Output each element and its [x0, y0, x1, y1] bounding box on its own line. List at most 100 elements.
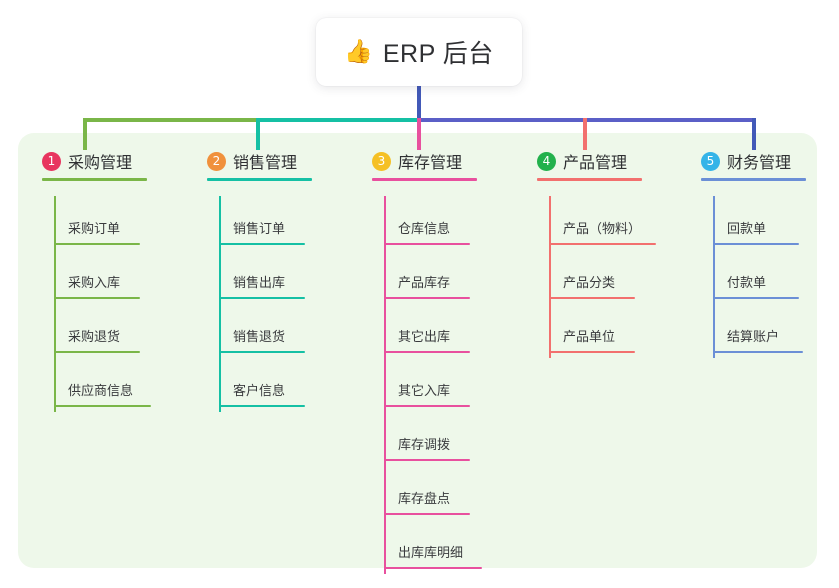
item-underline	[384, 513, 470, 515]
item-label: 供应商信息	[68, 383, 134, 398]
column-items-5: 回款单 付款单 结算账户	[701, 196, 803, 358]
root-node-content: 👍 ERP 后台	[344, 34, 494, 70]
list-item[interactable]: 产品分类	[537, 250, 635, 304]
column-items-3: 仓库信息 产品库存 其它出库 其它入库 库存调拨 库存盘点	[372, 196, 482, 574]
list-item[interactable]: 销售出库	[207, 250, 305, 304]
column-inventory: 3 库存管理 仓库信息 产品库存 其它出库 其它入库 库存调拨	[372, 148, 482, 574]
list-item[interactable]: 结算账户	[701, 304, 803, 358]
root-node-card[interactable]: 👍 ERP 后台	[316, 18, 522, 86]
column-title-3: 库存管理	[398, 155, 463, 172]
list-item[interactable]: 产品（物料）	[537, 196, 656, 250]
column-title-1: 采购管理	[68, 155, 133, 172]
page-title: ERP 后台	[382, 40, 494, 68]
item-label: 采购订单	[68, 221, 121, 236]
column-badge-2: 2	[207, 151, 226, 171]
item-underline	[384, 243, 470, 245]
item-label: 采购退货	[68, 329, 121, 344]
column-header[interactable]: 3 库存管理	[372, 148, 477, 181]
column-header[interactable]: 1 采购管理	[42, 148, 147, 181]
column-spine-2	[219, 196, 221, 412]
item-label: 产品分类	[563, 275, 616, 290]
item-underline	[219, 297, 305, 299]
column-badge-1: 1	[42, 151, 61, 171]
column-items-2: 销售订单 销售出库 销售退货 客户信息	[207, 196, 305, 412]
list-item[interactable]: 销售退货	[207, 304, 305, 358]
column-title-4: 产品管理	[563, 155, 628, 172]
item-underline	[54, 297, 140, 299]
item-underline	[549, 297, 635, 299]
column-underline-3	[372, 178, 477, 181]
list-item[interactable]: 产品库存	[372, 250, 470, 304]
content-panel	[18, 133, 817, 568]
list-item[interactable]: 供应商信息	[42, 358, 151, 412]
list-item[interactable]: 回款单	[701, 196, 799, 250]
column-product: 4 产品管理 产品（物料） 产品分类 产品单位	[537, 148, 656, 358]
item-label: 其它入库	[398, 383, 451, 398]
item-underline	[384, 405, 470, 407]
item-underline	[219, 243, 305, 245]
column-items-4: 产品（物料） 产品分类 产品单位	[537, 196, 656, 358]
column-sales: 2 销售管理 销售订单 销售出库 销售退货 客户信息	[207, 148, 312, 412]
list-item[interactable]: 采购入库	[42, 250, 140, 304]
item-underline	[713, 243, 799, 245]
list-item[interactable]: 其它出库	[372, 304, 470, 358]
column-underline-4	[537, 178, 642, 181]
list-item[interactable]: 采购订单	[42, 196, 140, 250]
item-label: 结算账户	[727, 329, 780, 344]
column-spine-1	[54, 196, 56, 412]
item-label: 付款单	[727, 275, 767, 290]
item-label: 销售退货	[233, 329, 286, 344]
column-badge-3: 3	[372, 151, 391, 171]
item-underline	[384, 351, 470, 353]
list-item[interactable]: 仓库信息	[372, 196, 470, 250]
column-underline-5	[701, 178, 806, 181]
item-label: 销售订单	[233, 221, 286, 236]
column-underline-1	[42, 178, 147, 181]
column-title-2: 销售管理	[233, 155, 298, 172]
item-underline	[54, 243, 140, 245]
column-purchase: 1 采购管理 采购订单 采购入库 采购退货 供应商信息	[42, 148, 151, 412]
item-label: 客户信息	[233, 383, 286, 398]
column-header[interactable]: 5 财务管理	[701, 148, 806, 181]
column-finance: 5 财务管理 回款单 付款单 结算账户	[701, 148, 806, 358]
list-item[interactable]: 客户信息	[207, 358, 305, 412]
column-underline-2	[207, 178, 312, 181]
item-label: 回款单	[727, 221, 767, 236]
column-spine-5	[713, 196, 715, 358]
column-header[interactable]: 2 销售管理	[207, 148, 312, 181]
column-items-1: 采购订单 采购入库 采购退货 供应商信息	[42, 196, 151, 412]
thumbs-up-icon: 👍	[344, 38, 373, 65]
list-item[interactable]: 产品单位	[537, 304, 635, 358]
item-label: 库存调拨	[398, 437, 451, 452]
item-label: 出库库明细	[398, 545, 464, 560]
item-underline	[549, 351, 635, 353]
item-label: 采购入库	[68, 275, 121, 290]
item-label: 销售出库	[233, 275, 286, 290]
column-badge-4: 4	[537, 151, 556, 171]
item-label: 产品库存	[398, 275, 451, 290]
list-item[interactable]: 库存调拨	[372, 412, 470, 466]
list-item[interactable]: 库存盘点	[372, 466, 470, 520]
column-badge-5: 5	[701, 151, 720, 171]
item-label: 仓库信息	[398, 221, 451, 236]
column-spine-3	[384, 196, 386, 574]
item-underline	[54, 351, 140, 353]
item-underline	[384, 459, 470, 461]
list-item[interactable]: 付款单	[701, 250, 799, 304]
item-underline	[54, 405, 151, 407]
list-item[interactable]: 采购退货	[42, 304, 140, 358]
item-underline	[384, 297, 470, 299]
column-spine-4	[549, 196, 551, 358]
column-header[interactable]: 4 产品管理	[537, 148, 642, 181]
item-label: 库存盘点	[398, 491, 451, 506]
item-underline	[384, 567, 482, 569]
item-underline	[219, 405, 305, 407]
list-item[interactable]: 出库库明细	[372, 520, 482, 574]
item-label: 其它出库	[398, 329, 451, 344]
list-item[interactable]: 其它入库	[372, 358, 470, 412]
column-title-5: 财务管理	[727, 155, 792, 172]
list-item[interactable]: 销售订单	[207, 196, 305, 250]
item-underline	[219, 351, 305, 353]
